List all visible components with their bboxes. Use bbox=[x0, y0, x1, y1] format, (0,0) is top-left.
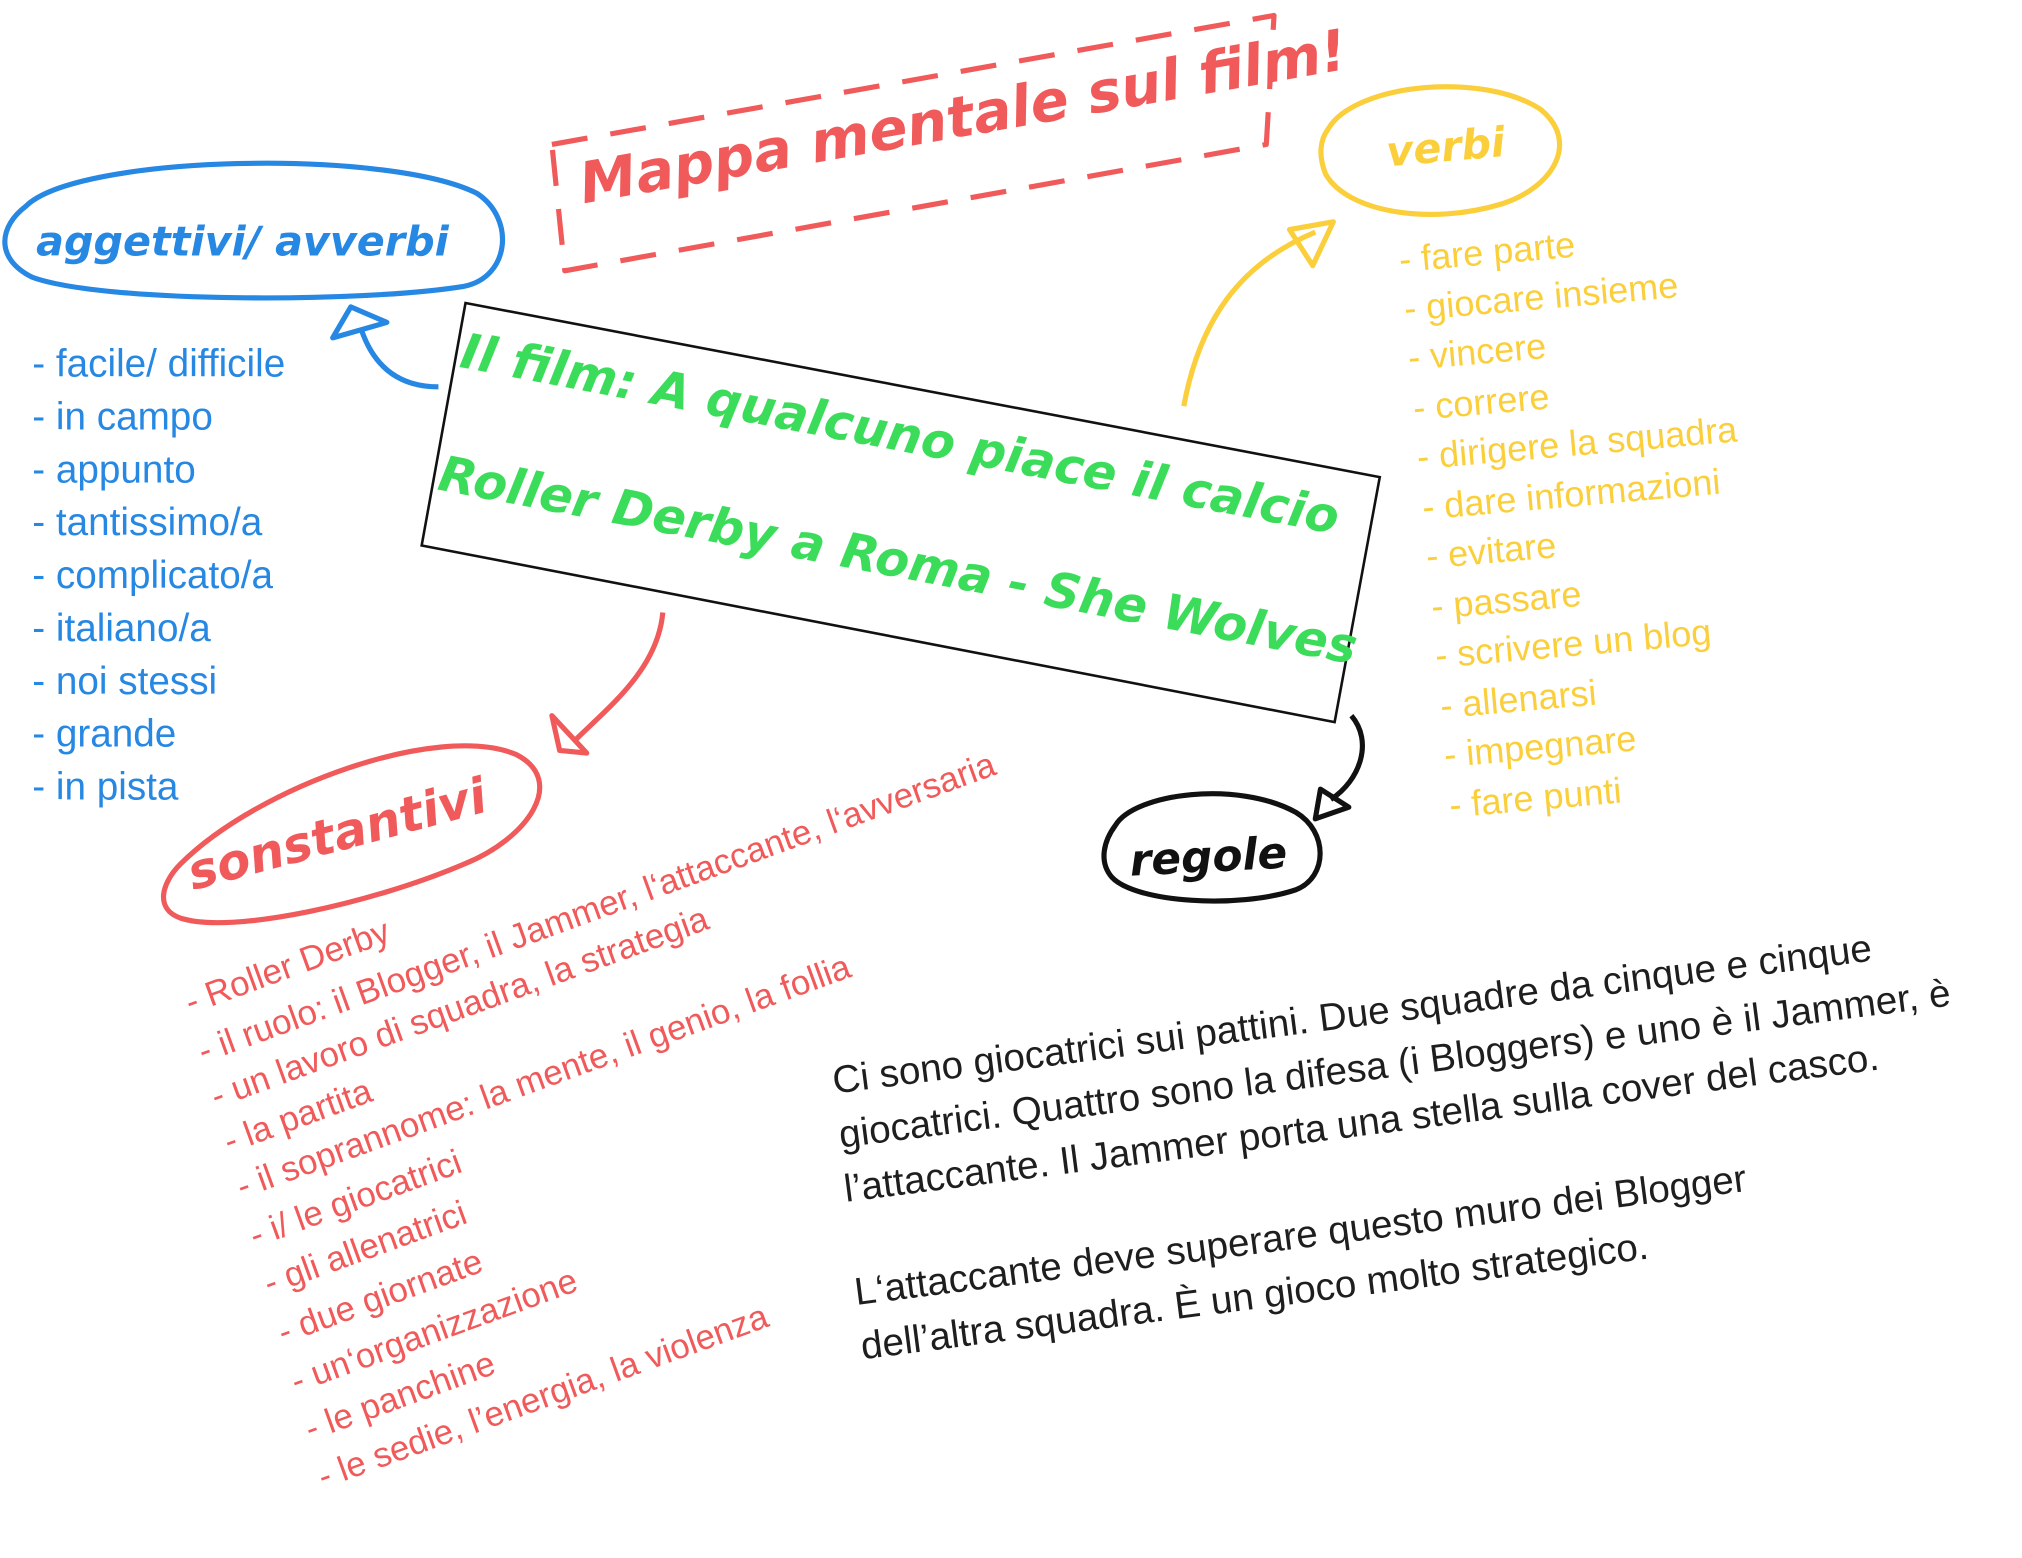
adjectives-bubble bbox=[2, 160, 506, 301]
rules-bubble bbox=[1101, 791, 1323, 904]
list-item: - in pista bbox=[32, 765, 179, 809]
rules-label: regole bbox=[1128, 827, 1289, 888]
arrow-head-icon bbox=[1286, 219, 1336, 269]
adjectives-label: aggettivi/ avverbi bbox=[36, 216, 449, 266]
nouns-bubble bbox=[161, 743, 543, 926]
list-item: - in campo bbox=[32, 395, 213, 439]
arrow-head-icon bbox=[1312, 786, 1352, 822]
list-item: - tantissimo/a bbox=[32, 501, 263, 545]
list-item: - noi stessi bbox=[32, 660, 218, 703]
title-dashed-box bbox=[549, 12, 1277, 274]
arrow-to-adjectives bbox=[358, 328, 439, 390]
list-item: - italiano/a bbox=[32, 607, 211, 650]
arrow-head-icon bbox=[330, 304, 390, 341]
arrow-to-verbs bbox=[1181, 229, 1317, 407]
arrow-head-icon bbox=[549, 713, 590, 756]
list-item: - appunto bbox=[32, 448, 196, 492]
list-item: - complicato/a bbox=[32, 554, 274, 598]
verbs-label: verbi bbox=[1384, 117, 1508, 177]
center-box bbox=[420, 301, 1382, 724]
list-item: - grande bbox=[32, 713, 177, 756]
arrow-to-nouns bbox=[572, 612, 666, 744]
verbs-bubble bbox=[1318, 84, 1563, 217]
list-item: - facile/ difficile bbox=[32, 343, 286, 386]
arrow-to-rules bbox=[1329, 714, 1365, 802]
